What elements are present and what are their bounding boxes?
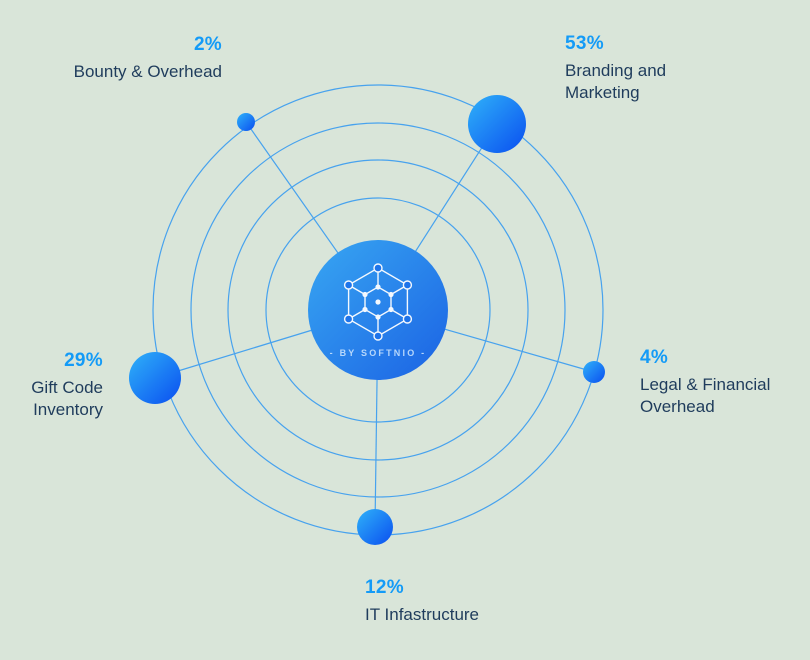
txt-branding: Branding and Marketing xyxy=(565,61,667,103)
label-legal-financial-overhead: 4% Legal & Financial Overhead xyxy=(640,347,802,419)
pct-bounty: 2% xyxy=(193,34,222,55)
bubble-bounty xyxy=(237,113,255,131)
label-it-infrastructure: 12% IT Infastructure xyxy=(365,577,479,626)
pct-legal: 4% xyxy=(640,347,669,368)
txt-giftcode: Gift Code Inventory xyxy=(31,378,103,420)
pct-giftcode: 29% xyxy=(64,350,103,371)
orbit-ring-2 xyxy=(227,159,529,461)
orbit-ring-1 xyxy=(265,197,491,423)
txt-legal: Legal & Financial Overhead xyxy=(640,375,771,417)
bubble-giftcode xyxy=(129,352,181,404)
pct-it: 12% xyxy=(365,577,404,598)
label-gift-code-inventory: 29% Gift Code Inventory xyxy=(3,350,103,422)
center-disc-caption: - BY SOFTNIO - xyxy=(330,348,427,358)
hex-network-icon xyxy=(343,263,413,341)
pct-branding: 53% xyxy=(565,33,604,54)
txt-it: IT Infastructure xyxy=(365,605,480,624)
center-disc: - BY SOFTNIO - xyxy=(308,240,448,380)
bubbles xyxy=(129,95,605,545)
bubble-it xyxy=(357,509,393,545)
label-branding-marketing: 53% Branding and Marketing xyxy=(565,33,693,105)
center-disc-circle xyxy=(308,240,448,380)
bubble-legal xyxy=(583,361,605,383)
orbit-ring-3 xyxy=(190,122,566,498)
txt-bounty: Bounty & Overhead xyxy=(73,62,222,81)
label-bounty-overhead: 2% Bounty & Overhead xyxy=(74,34,222,83)
bubble-branding xyxy=(468,95,526,153)
